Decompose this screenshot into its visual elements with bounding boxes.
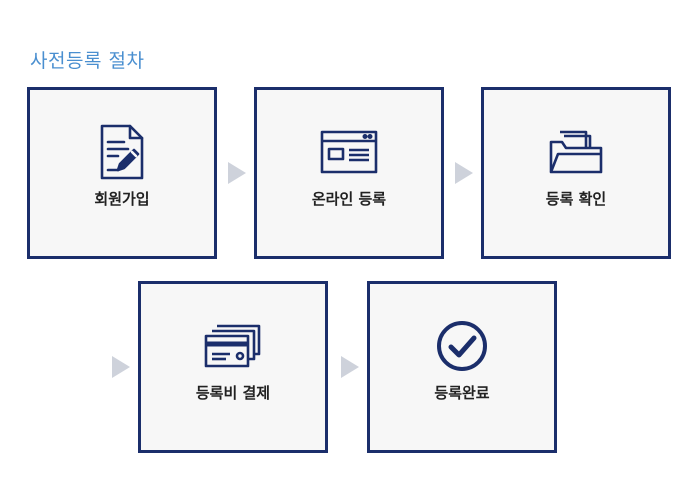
step-registration-check: 등록 확인 — [481, 87, 671, 259]
arrow-right-icon — [228, 162, 246, 184]
arrow-right-icon — [341, 356, 359, 378]
step-label: 등록 확인 — [545, 190, 607, 208]
check-circle-icon — [430, 314, 494, 378]
step-online-registration: 온라인 등록 — [254, 87, 444, 259]
step-label: 등록완료 — [434, 384, 490, 402]
arrow-right-icon — [112, 356, 130, 378]
step-fee-payment: 등록비 결제 — [138, 281, 328, 453]
step-signup: 회원가입 — [27, 87, 217, 259]
credit-card-icon — [201, 314, 265, 378]
folder-icon — [544, 120, 608, 184]
section-title: 사전등록 절차 — [30, 50, 145, 72]
step-label: 등록비 결제 — [195, 384, 271, 402]
step-label: 온라인 등록 — [311, 190, 387, 208]
step-registration-complete: 등록완료 — [367, 281, 557, 453]
document-pen-icon — [90, 120, 154, 184]
arrow-right-icon — [455, 162, 473, 184]
browser-window-icon — [317, 120, 381, 184]
step-label: 회원가입 — [94, 190, 150, 208]
